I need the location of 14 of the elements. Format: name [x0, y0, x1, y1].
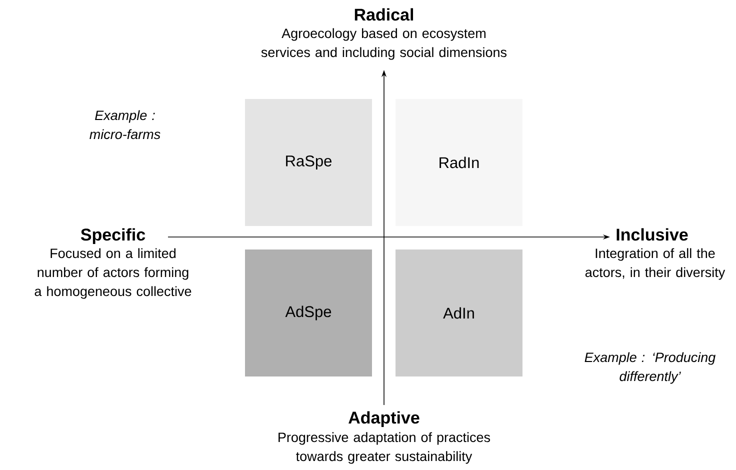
axis-title: Radical	[354, 8, 414, 21]
example-note: Example : ‘Producing differently’	[584, 352, 716, 384]
example-note: Example : micro-farms	[90, 110, 160, 140]
axis-title: Inclusive	[616, 228, 688, 241]
axis-description: Integration of all the actors, in their diversity	[585, 248, 726, 280]
quadrant-box: AdSpe	[245, 250, 372, 376]
quadrant-box: RadIn	[396, 99, 522, 226]
quadrant-box: RaSpe	[245, 99, 372, 226]
axis-description: Agroecology based on ecosystem services and including social dimensions	[261, 28, 507, 60]
axis-description: Focused on a limited number of actors forming a homogeneous collective	[34, 248, 192, 299]
axis-description: Progressive adaptation of practices towards greater sustainability	[278, 432, 490, 464]
axis-title: Specific	[80, 228, 146, 244]
quadrant-box: AdIn	[396, 250, 522, 376]
axis-title: Adaptive	[348, 411, 420, 428]
